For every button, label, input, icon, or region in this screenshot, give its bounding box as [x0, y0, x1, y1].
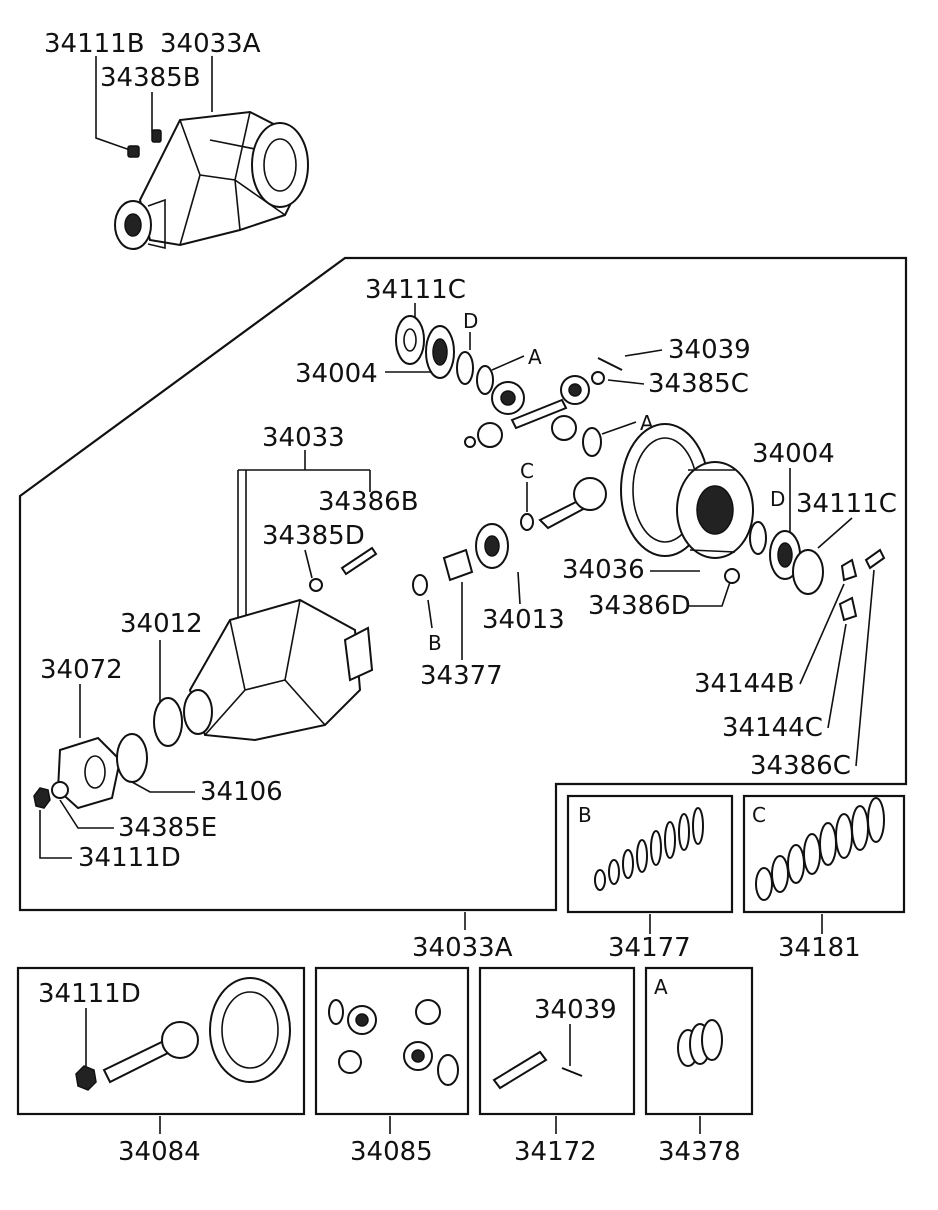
shim-d-upper	[456, 351, 474, 385]
label-34012: 34012	[120, 609, 203, 639]
ring-gear-and-case	[620, 423, 754, 559]
label-34033a-bottom: 34033A	[412, 933, 513, 963]
label-34386d: 34386D	[588, 591, 691, 621]
bolt-34386c	[864, 548, 886, 570]
ref-d-upper: D	[463, 309, 478, 333]
collapsible-spacer-c	[520, 513, 534, 531]
bottom-box-34085: 34085	[314, 966, 470, 1167]
ref-c: C	[520, 459, 534, 483]
label-34033: 34033	[262, 423, 345, 453]
ref-a-upper: A	[528, 345, 542, 369]
label-34386b: 34386B	[318, 487, 419, 517]
bottom-box-34378: A 34378	[644, 966, 754, 1167]
kit-box-c: C 34181	[742, 794, 906, 963]
label-34039: 34039	[668, 335, 751, 365]
label-34111d: 34111D	[78, 843, 181, 873]
box-34084-inner-label: 34111D	[38, 979, 141, 1009]
carrier-assembly-drawing	[114, 110, 309, 250]
kit-label-34177: 34177	[608, 933, 691, 963]
box-label-34172: 34172	[514, 1137, 597, 1167]
label-34386c: 34386C	[750, 751, 851, 781]
bottom-box-34172: 34039 34172	[478, 966, 636, 1167]
kit-label-34181: 34181	[778, 933, 861, 963]
label-34013: 34013	[482, 605, 565, 635]
oil-seal-ring	[153, 697, 183, 747]
shim-d-right	[749, 521, 767, 555]
plug-34385d	[309, 578, 323, 592]
label-34036: 34036	[562, 555, 645, 585]
washer-a-mid	[582, 427, 602, 457]
pinion-gear-left	[477, 422, 503, 448]
kit-key-b: B	[578, 803, 592, 827]
box-34378-inner-label: A	[654, 975, 668, 999]
lock-pin	[597, 357, 623, 371]
top-assembly: 34111B 34033A 34385B	[44, 29, 309, 250]
bolt-34386b	[340, 546, 378, 576]
carrier-case-34012	[188, 598, 374, 742]
label-34385b: 34385B	[100, 63, 201, 93]
leader-34111b	[95, 56, 131, 151]
oil-seal	[116, 733, 148, 783]
kit-box-b: B 34177	[566, 794, 734, 963]
nut-34111d	[33, 787, 51, 809]
kit-key-c: C	[752, 803, 766, 827]
label-34385e: 34385E	[118, 813, 217, 843]
washer-34385e	[51, 781, 69, 799]
bottom-box-34084: 34111D 34084	[16, 966, 306, 1167]
box-34172-inner-label: 34039	[534, 995, 617, 1025]
washer-b	[412, 574, 428, 596]
label-34033a-top: 34033A	[160, 29, 261, 59]
box-label-34085: 34085	[350, 1137, 433, 1167]
label-34106: 34106	[200, 777, 283, 807]
plug-34385b	[151, 129, 162, 143]
box-label-34378: 34378	[658, 1137, 741, 1167]
washer-a-upper	[476, 365, 494, 395]
nut-34111b	[127, 145, 140, 158]
main-frame	[18, 256, 908, 912]
box-label-34084: 34084	[118, 1137, 201, 1167]
label-34111c-right: 34111C	[796, 489, 897, 519]
bearing-outer-race	[183, 689, 213, 735]
label-34072: 34072	[40, 655, 123, 685]
label-34004-left: 34004	[295, 359, 378, 389]
label-34004-right: 34004	[752, 439, 835, 469]
ref-b: B	[428, 631, 442, 655]
label-34385c: 34385C	[648, 369, 749, 399]
label-34111c-left: 34111C	[365, 275, 466, 305]
ref-d-right: D	[770, 487, 785, 511]
pinion-shaft	[510, 398, 568, 430]
pinion-gear-right	[551, 415, 577, 441]
label-34111b: 34111B	[44, 29, 145, 59]
label-34144c: 34144C	[722, 713, 823, 743]
bearing-nut-left	[395, 315, 425, 365]
lock-plate-34144c	[838, 596, 858, 622]
lock-plate-34144b	[840, 558, 858, 582]
main-box: 34111C 34004 D A 34039 34385C A	[33, 275, 897, 963]
spacer-34377	[442, 548, 474, 582]
bolt-34386d	[724, 568, 740, 584]
bearing-nut-right	[792, 549, 824, 595]
label-34144b: 34144B	[694, 669, 795, 699]
label-34385d: 34385D	[262, 521, 365, 551]
companion-flange	[56, 736, 122, 810]
label-34377: 34377	[420, 661, 503, 691]
